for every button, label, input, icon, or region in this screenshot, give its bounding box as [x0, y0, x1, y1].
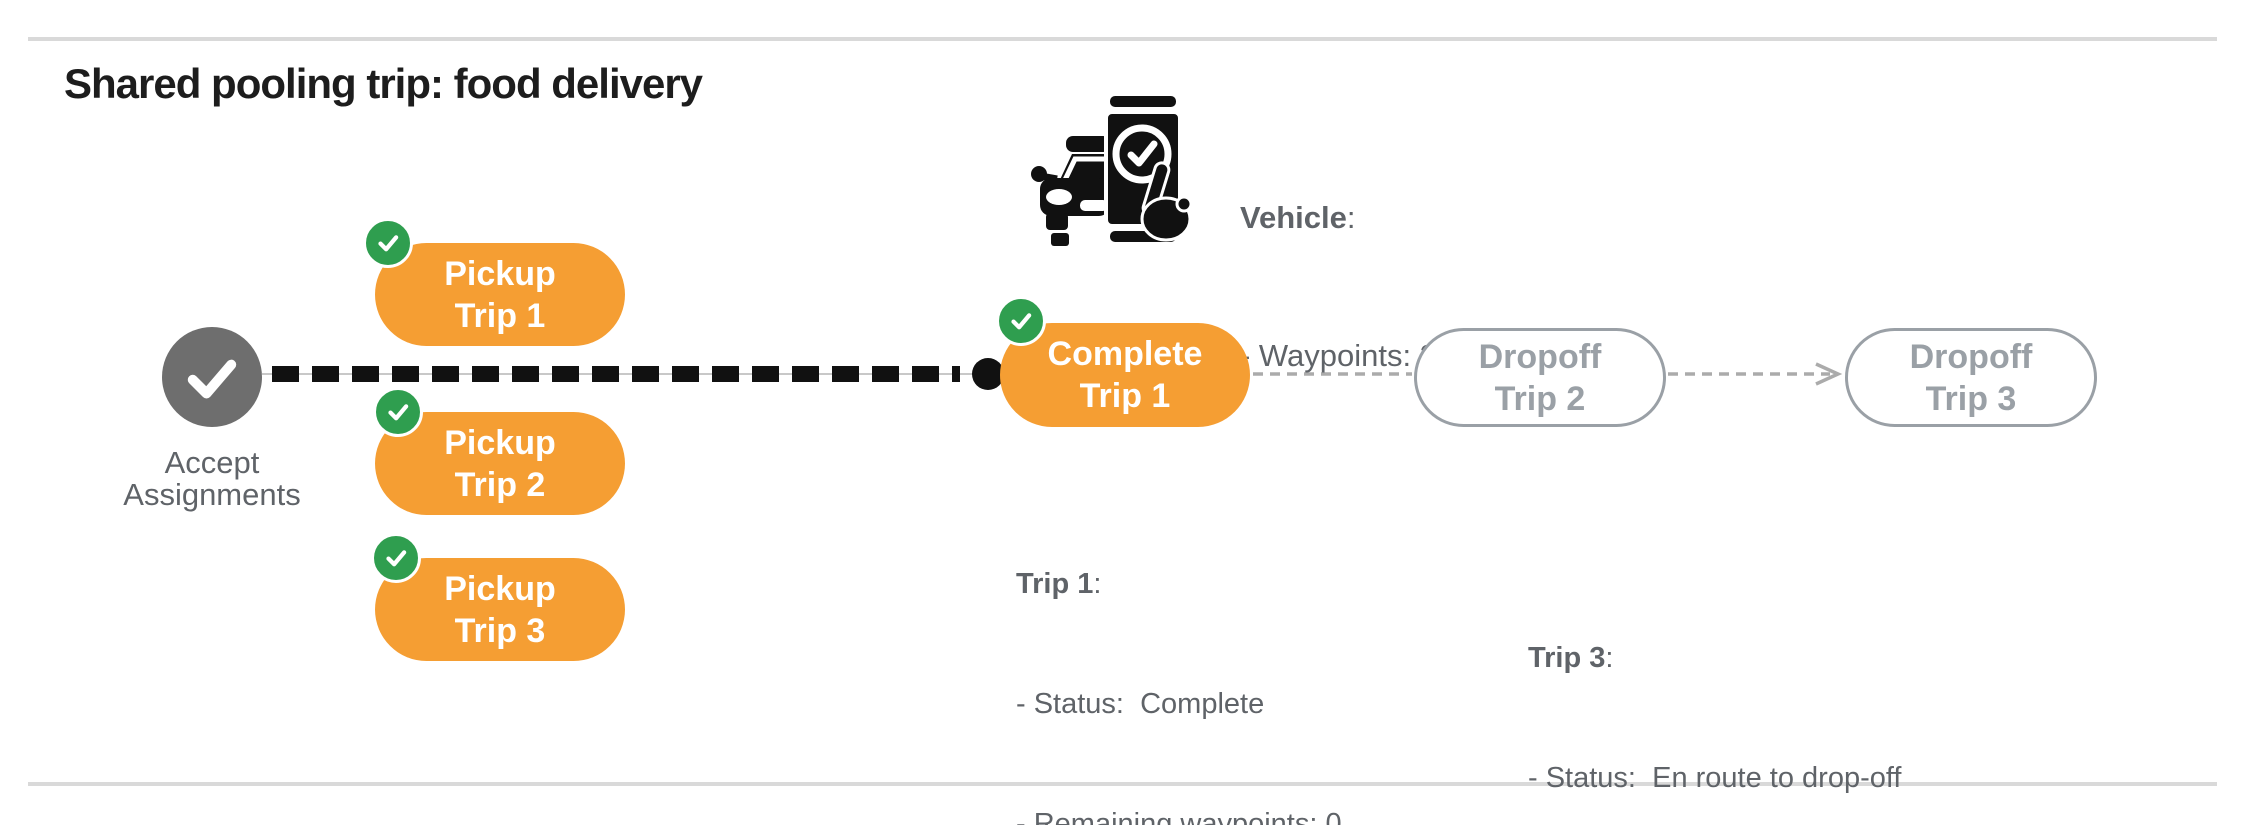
accept-assignments-node — [162, 327, 262, 427]
accept-label-line1: Accept — [164, 445, 260, 480]
trip-status-block-right: Trip 3: - Status: En route to drop-off -… — [1528, 558, 1901, 825]
trip-1-name: Trip 1 — [1016, 568, 1094, 600]
trip-3-header: Trip 3: — [1528, 638, 1901, 678]
pickup-trip-3-node: Pickup Trip 3 — [375, 558, 625, 661]
current-position-dot — [972, 358, 1004, 390]
dropoff-trip-3-node: Dropoff Trip 3 — [1845, 328, 2097, 427]
dropoff-trip-2-line2: Trip 2 — [1494, 379, 1586, 418]
pickup-trip-1-line2: Trip 1 — [454, 296, 546, 335]
trip-1-status-line: - Status: Complete — [1016, 688, 1265, 720]
pickup-trip-1-line1: Pickup — [444, 254, 556, 293]
dropoff-trip-2-line1: Dropoff — [1478, 337, 1602, 376]
checkmark-icon — [386, 550, 407, 567]
pickup-trip-2-line2: Trip 2 — [454, 465, 546, 504]
check-circle-icon — [373, 387, 423, 437]
page-title: Shared pooling trip: food delivery — [64, 60, 703, 107]
accept-assignments-label: Accept Assignments — [37, 447, 387, 511]
top-divider — [28, 37, 2217, 41]
vehicle-info-header: Vehicle: — [1240, 195, 1437, 241]
complete-trip-1-line1: Complete — [1047, 335, 1203, 373]
arrowhead-icon — [1815, 362, 1843, 386]
trip-3-status-line: - Status: En route to drop-off — [1528, 762, 1902, 794]
trip-1-header: Trip 1: — [1016, 564, 1389, 604]
trip-1-colon: : — [1093, 568, 1102, 600]
checkmark-icon — [388, 404, 409, 421]
check-circle-icon — [996, 296, 1046, 346]
trip-status-block-left: Trip 1: - Status: Complete - Remaining w… — [1016, 484, 1389, 825]
pickup-trip-2-line1: Pickup — [444, 423, 556, 462]
trip-3-colon: : — [1605, 642, 1614, 674]
complete-trip-1-node: Complete Trip 1 — [1000, 323, 1250, 427]
bottom-divider — [28, 782, 2217, 786]
check-circle-icon — [363, 218, 413, 268]
dropoff-trip-3-line2: Trip 3 — [1925, 379, 2017, 418]
checkmark-icon — [1011, 313, 1032, 330]
pickup-trip-1-node: Pickup Trip 1 — [375, 243, 625, 346]
check-circle-icon — [371, 533, 421, 583]
pickup-trip-3-line1: Pickup — [444, 569, 556, 608]
checkmark-icon — [187, 359, 237, 399]
vehicle-info: Vehicle: - Waypoints: 3 — [1240, 103, 1437, 471]
checkmark-icon — [378, 235, 399, 252]
trip-3-name: Trip 3 — [1528, 642, 1606, 674]
car-phone-check-icon — [1031, 92, 1190, 246]
pickup-trip-2-node: Pickup Trip 2 — [375, 412, 625, 515]
complete-trip-1-line2: Trip 1 — [1079, 377, 1171, 415]
vehicle-label: Vehicle — [1240, 200, 1347, 235]
trip-1-waypoints-line: - Remaining waypoints: 0 — [1016, 808, 1342, 825]
accept-label-line2: Assignments — [123, 477, 301, 512]
vehicle-label-colon: : — [1346, 200, 1356, 235]
vehicle-waypoints-line: - Waypoints: 3 — [1240, 338, 1437, 373]
pickup-trip-3-line2: Trip 3 — [454, 611, 546, 650]
dropoff-trip-3-line1: Dropoff — [1909, 337, 2033, 376]
dropoff-trip-2-node: Dropoff Trip 2 — [1414, 328, 1666, 427]
